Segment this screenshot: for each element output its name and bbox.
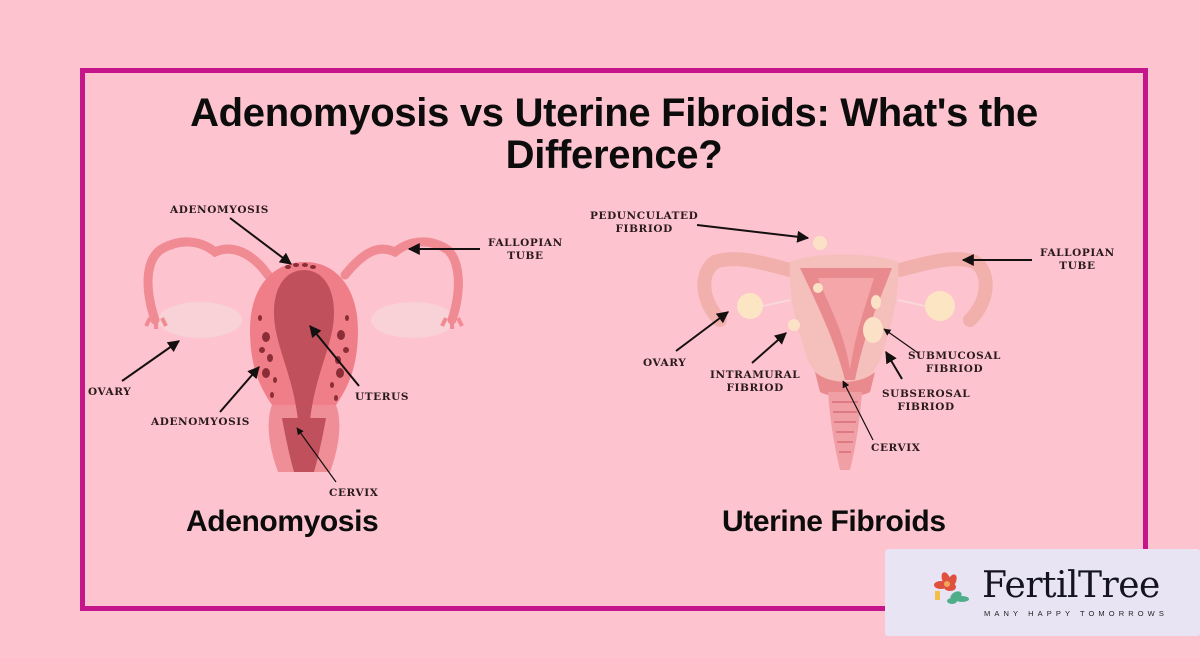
adenomyosis-uterus-illustration: [143, 237, 464, 472]
label-intramural-fibroid: INTRAMURAL FIBRIOD: [710, 369, 801, 394]
label-uterus: UTERUS: [355, 391, 410, 403]
label-cervix-right: CERVIX: [871, 442, 921, 454]
label-ovary-left: OVARY: [88, 386, 132, 398]
label-fallopian-tube-right: FALLOPIAN TUBE: [1040, 247, 1115, 272]
brand-logo: FertilTree MANY HAPPY TOMORROWS: [885, 549, 1200, 636]
content-frame: [80, 68, 1148, 611]
label-ovary-right: OVARY: [643, 357, 687, 369]
flower-icon: [934, 572, 969, 604]
fibroid-uterus-illustration: [697, 236, 993, 470]
label-pedunculated-fibroid: PEDUNCULATED FIBRIOD: [590, 210, 699, 235]
label-fallopian-tube-left: FALLOPIAN TUBE: [488, 237, 563, 262]
label-cervix-left: CERVIX: [329, 487, 379, 499]
caption-adenomyosis: Adenomyosis: [186, 505, 379, 538]
brand-name: FertilTree: [982, 565, 1160, 606]
label-adenomyosis-top: ADENOMYOSIS: [170, 204, 269, 216]
page-title: Adenomyosis vs Uterine Fibroids: What's …: [190, 91, 1038, 177]
caption-uterine-fibroids: Uterine Fibroids: [722, 505, 946, 538]
brand-tagline: MANY HAPPY TOMORROWS: [984, 609, 1168, 618]
label-adenomyosis-side: ADENOMYOSIS: [151, 416, 250, 428]
label-submucosal-fibroid: SUBMUCOSAL FIBRIOD: [908, 350, 1002, 375]
label-subserosal-fibroid: SUBSEROSAL FIBRIOD: [882, 388, 971, 413]
